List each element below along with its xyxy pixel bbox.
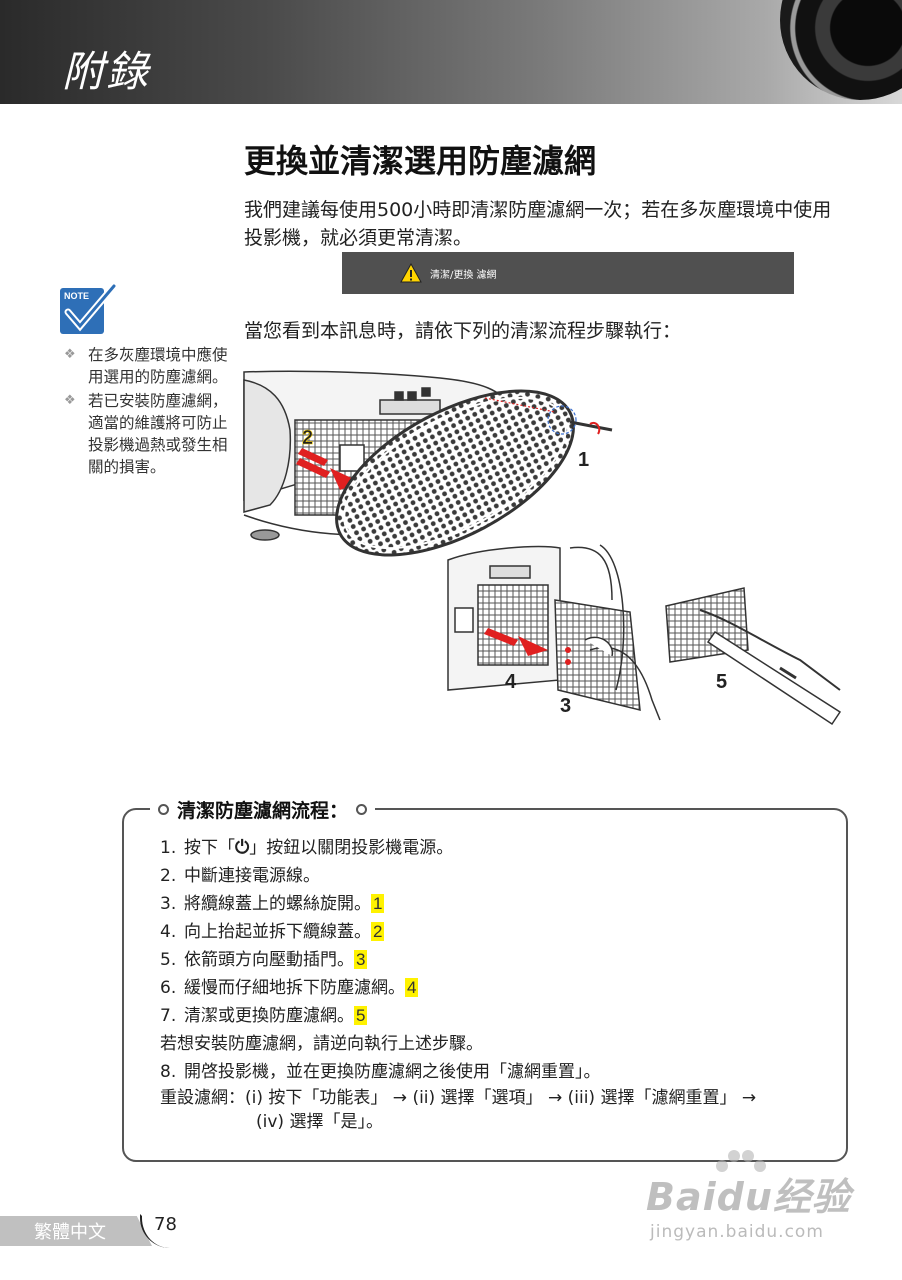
power-button-icon: ⏻ [235, 837, 250, 858]
note-item: ❖在多灰塵環境中應使用選用的防塵濾網。 [64, 346, 228, 386]
note-item: ❖若已安裝防塵濾網，適當的維護將可防止投影機過熱或發生相關的損害。 [64, 392, 228, 476]
procedure-title: 清潔防塵濾網流程： [177, 800, 349, 822]
chapter-title: 附錄 [62, 47, 151, 96]
procedure-step: 6.緩慢而仔細地拆下防塵濾網。4 [160, 978, 419, 998]
red-direction-arrows-top [296, 448, 360, 490]
diamond-bullet-icon: ❖ [64, 393, 76, 408]
figure-label-5: 5 [716, 671, 727, 693]
procedure-step: 7.清潔或更換防塵濾網。5 [160, 1006, 368, 1026]
reset-line: (iv) 選擇「是」。 [256, 1112, 383, 1132]
filter-warning-message: 清潔/更換 濾網 [342, 252, 794, 294]
figure-label-4: 4 [505, 671, 517, 693]
step-callout-badge: 3 [354, 950, 368, 969]
red-direction-arrows-bottom [484, 628, 571, 665]
procedure-step: 3.將纜線蓋上的螺絲旋開。1 [160, 894, 385, 914]
paw-icon [716, 1150, 766, 1172]
procedure-step: 5.依箭頭方向壓動插門。3 [160, 950, 368, 970]
figure-label-2: 2 [302, 427, 313, 449]
procedure-steps: 1.按下「⏻」按鈕以關閉投影機電源。 2.中斷連接電源線。 3.將纜線蓋上的螺絲… [160, 834, 830, 1086]
page-number: 78 [154, 1214, 177, 1235]
watermark-brand: Baidu经验 [646, 1175, 851, 1219]
step-callout-badge: 4 [405, 978, 419, 997]
warning-triangle-icon [400, 263, 422, 283]
filter-reset-instructions: 重設濾網：(i) 按下「功能表」 → (ii) 選擇「選項」 → (iii) 選… [160, 1086, 840, 1134]
language-tab [0, 1216, 152, 1246]
projector-body-top [243, 370, 511, 541]
baidu-watermark: Baidu经验 jingyan.baidu.com [640, 1150, 860, 1250]
chapter-header: 附錄 [0, 0, 902, 104]
honeycomb-dust-filter [335, 389, 575, 557]
procedure-step: 1.按下「⏻」按鈕以關閉投影機電源。 [160, 837, 454, 858]
figure-label-3: 3 [560, 695, 571, 717]
reset-line: 重設濾網：(i) 按下「功能表」 → (ii) 選擇「選項」 → (iii) 選… [160, 1088, 757, 1108]
procedure-step: 8.開啓投影機，並在更換防塵濾網之後使用「濾網重置」。 [160, 1062, 601, 1082]
intro-paragraph: 我們建議每使用500小時即清潔防塵濾網一次；若在多灰塵環境中使用投影機，就必須更… [244, 199, 832, 249]
step-callout-badge: 1 [371, 894, 385, 913]
watermark-url: jingyan.baidu.com [650, 1222, 824, 1242]
circle-dot-icon [158, 804, 169, 815]
instruction-text: 當您看到本訊息時，請依下列的清潔流程步驟執行： [244, 320, 682, 342]
reinstall-note: 若想安裝防塵濾網，請逆向執行上述步驟。 [160, 1034, 483, 1054]
svg-text:NOTE: NOTE [64, 291, 89, 301]
procedure-step: 2.中斷連接電源線。 [160, 866, 320, 886]
figure-label-1: 1 [578, 449, 589, 471]
procedure-step: 4.向上抬起並拆下纜線蓋。2 [160, 922, 385, 942]
circle-dot-icon [356, 804, 368, 815]
step-callout-badge: 2 [371, 922, 385, 941]
projector-lens-graphic [780, 0, 902, 100]
procedure-box [122, 808, 848, 1162]
screwdriver-graphic [484, 397, 613, 435]
step-callout-badge: 5 [354, 1006, 368, 1025]
diamond-bullet-icon: ❖ [64, 347, 76, 362]
projector-body-bottom [447, 544, 661, 721]
note-checkmark-icon: NOTE [60, 284, 118, 334]
section-title: 更換並清潔選用防塵濾網 [244, 142, 597, 180]
filter-cleaning-graphic [665, 587, 842, 726]
warning-text: 清潔/更換 濾網 [430, 269, 497, 281]
procedure-title-bar: 清潔防塵濾網流程： [150, 796, 376, 823]
note-list: ❖在多灰塵環境中應使用選用的防塵濾網。 ❖若已安裝防塵濾網，適當的維護將可防止投… [64, 344, 234, 480]
language-label: 繁體中文 [34, 1222, 106, 1243]
